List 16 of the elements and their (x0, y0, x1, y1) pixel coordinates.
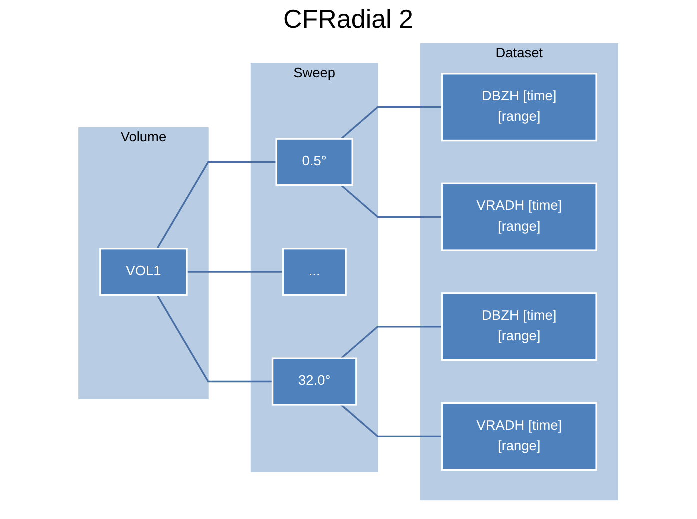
node-box: VRADH [time][range] (441, 182, 598, 252)
node-box: 0.5° (276, 138, 354, 186)
diagram-title: CFRadial 2 (282, 4, 415, 35)
node-box: DBZH [time][range] (441, 73, 598, 142)
connector (340, 106, 442, 140)
node-box: DBZH [time][range] (441, 292, 598, 362)
node-box: ... (282, 248, 347, 296)
connector (340, 404, 442, 438)
node-box: VRADH [time][range] (441, 402, 598, 471)
node-box: VOL1 (100, 248, 188, 296)
connector (187, 271, 284, 273)
connector (156, 161, 277, 250)
connector (340, 326, 442, 360)
connector (156, 294, 273, 383)
connector (340, 184, 442, 218)
node-box: 32.0° (272, 358, 358, 406)
